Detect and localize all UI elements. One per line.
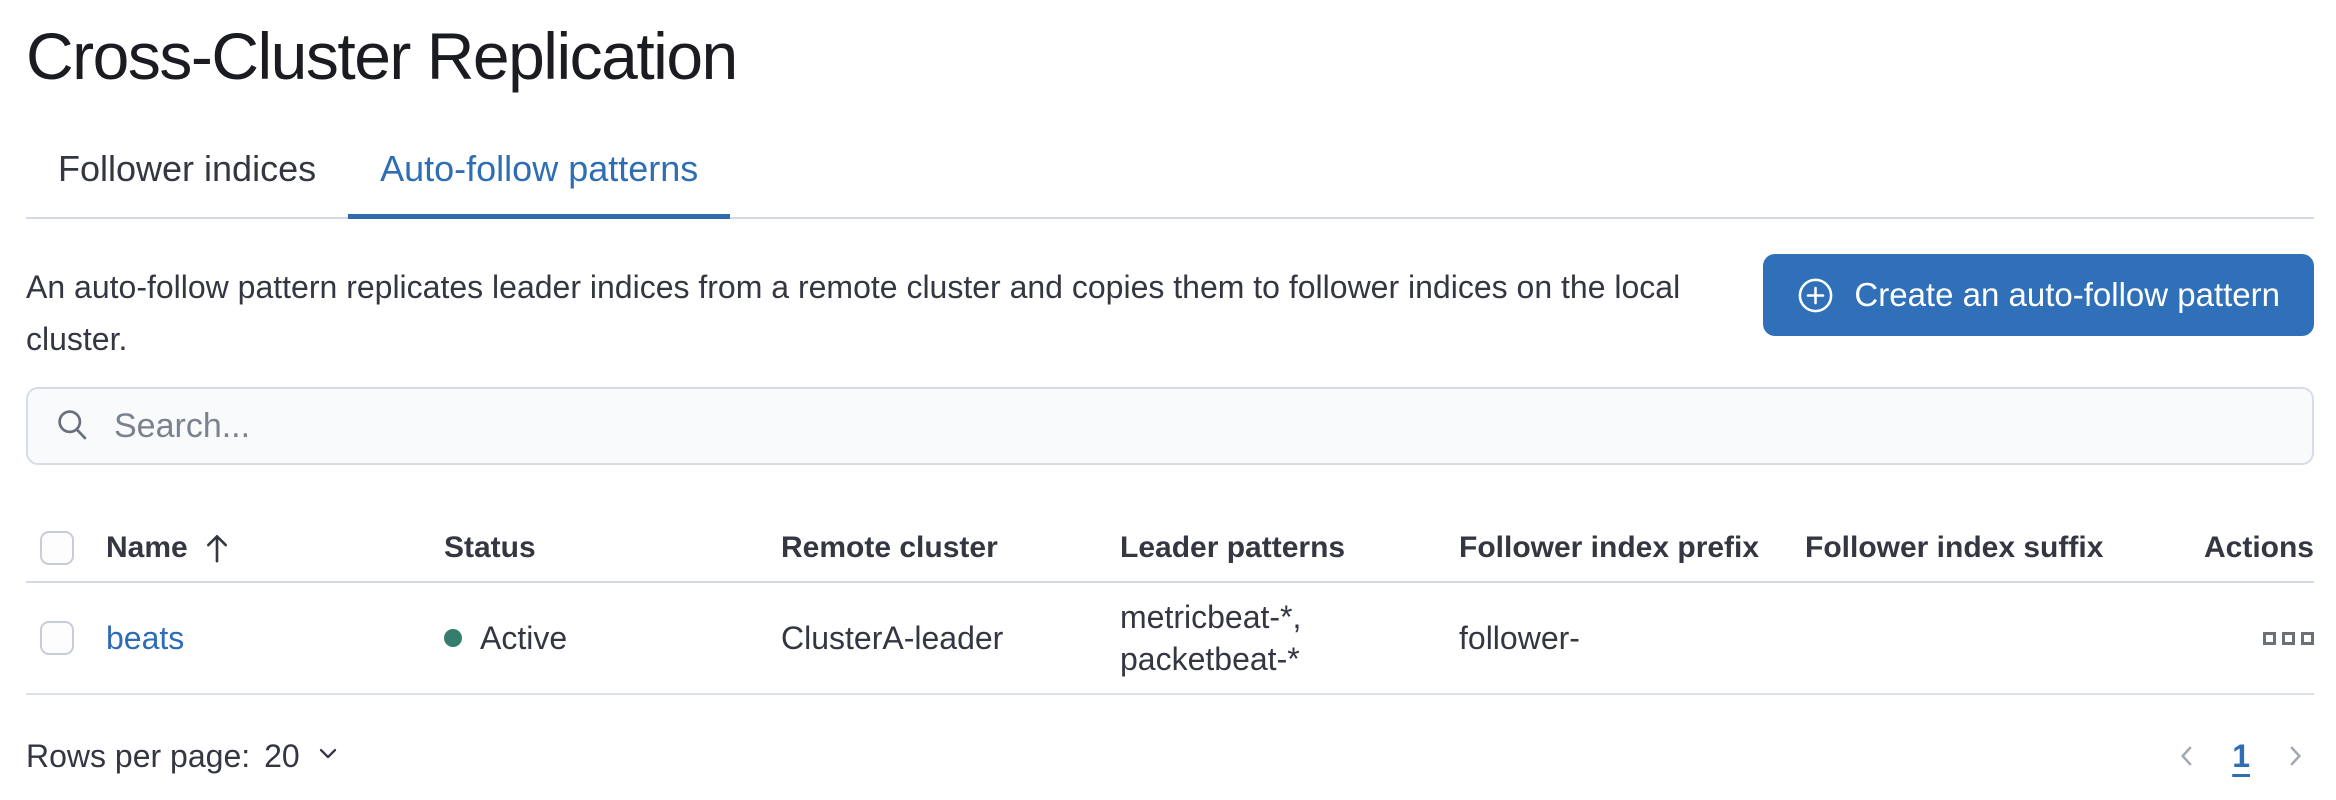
status-active-dot-icon [444, 629, 462, 647]
create-auto-follow-pattern-button[interactable]: Create an auto-follow pattern [1763, 254, 2314, 336]
search-icon [54, 406, 90, 447]
plus-in-circle-icon [1797, 277, 1834, 314]
chevron-right-icon[interactable] [2276, 737, 2314, 775]
rows-per-page-value: 20 [264, 737, 300, 774]
column-header-follower-index-suffix[interactable]: Follower index suffix [1805, 531, 2104, 564]
column-header-actions: Actions [2203, 531, 2314, 564]
pattern-name-link[interactable]: beats [106, 619, 185, 656]
pagination: 1 [2168, 737, 2314, 775]
row-checkbox-cell [26, 621, 106, 655]
table-row: beats Active ClusterA-leader metricbeat-… [26, 583, 2314, 695]
row-checkbox[interactable] [40, 621, 74, 655]
status-label: Active [480, 619, 568, 656]
sort-ascending-arrow-icon [202, 532, 232, 564]
search-box[interactable] [26, 387, 2314, 465]
page-title: Cross-Cluster Replication [26, 19, 738, 93]
name-cell: beats [106, 620, 444, 657]
tab-follower-indices[interactable]: Follower indices [58, 148, 317, 189]
actions-cell [2184, 626, 2314, 651]
search-input[interactable] [114, 406, 2286, 446]
boxes-horizontal-icon[interactable] [2263, 626, 2314, 651]
page-description: An auto-follow pattern replicates leader… [26, 269, 1681, 357]
create-button-label: Create an auto-follow pattern [1854, 276, 2280, 313]
remote-cluster-cell: ClusterA-leader [781, 619, 1004, 656]
table-header-row: Name Status Remote cluster Leader patter… [26, 515, 2314, 583]
column-header-follower-index-prefix[interactable]: Follower index prefix [1459, 531, 1760, 564]
select-all-cell [26, 531, 106, 565]
rows-per-page-selector[interactable]: Rows per page: 20 [26, 738, 342, 775]
leader-patterns-cell: metricbeat-*, packetbeat-* [1120, 599, 1302, 677]
status-cell: Active [444, 620, 781, 657]
column-header-status[interactable]: Status [444, 531, 536, 564]
table-footer: Rows per page: 20 1 [26, 737, 2314, 775]
page-number-1[interactable]: 1 [2232, 737, 2250, 774]
intro-row: An auto-follow pattern replicates leader… [26, 254, 2314, 365]
auto-follow-patterns-table: Name Status Remote cluster Leader patter… [26, 515, 2314, 695]
chevron-down-icon [314, 738, 342, 775]
rows-per-page-label: Rows per page: [26, 737, 251, 774]
chevron-left-icon[interactable] [2168, 737, 2206, 775]
column-header-name[interactable]: Name [106, 531, 444, 565]
follower-index-prefix-cell: follower- [1459, 619, 1580, 656]
tabs-bar: Follower indices Auto-follow patterns [26, 132, 2314, 219]
column-header-leader-patterns[interactable]: Leader patterns [1120, 531, 1346, 564]
column-header-remote-cluster[interactable]: Remote cluster [781, 531, 998, 564]
select-all-checkbox[interactable] [40, 531, 74, 565]
tab-auto-follow-patterns[interactable]: Auto-follow patterns [348, 132, 731, 219]
